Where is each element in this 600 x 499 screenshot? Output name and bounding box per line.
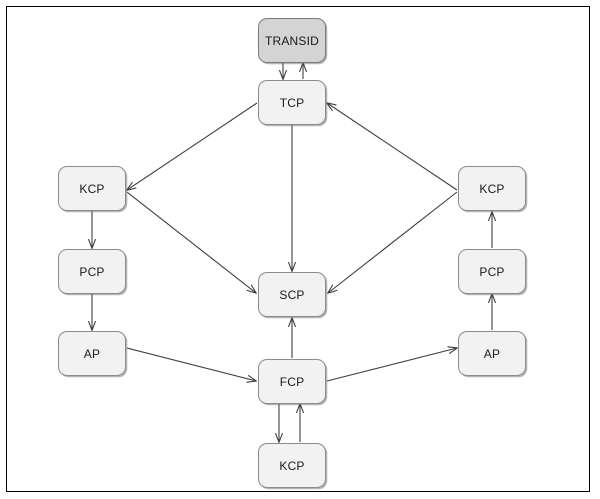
- node-kcp_left[interactable]: KCP: [58, 166, 126, 211]
- node-label: PCP: [479, 264, 505, 279]
- node-kcp_right[interactable]: KCP: [458, 166, 526, 211]
- node-label: TRANSID: [264, 33, 320, 48]
- node-label: AP: [83, 346, 101, 361]
- node-kcp_bottom[interactable]: KCP: [258, 443, 326, 488]
- node-transid[interactable]: TRANSID: [258, 18, 326, 63]
- node-tcp[interactable]: TCP: [258, 80, 326, 125]
- node-label: KCP: [279, 458, 305, 473]
- node-pcp_right[interactable]: PCP: [458, 249, 526, 294]
- node-scp[interactable]: SCP: [258, 272, 326, 317]
- node-label: TCP: [279, 95, 305, 110]
- node-label: PCP: [79, 264, 105, 279]
- node-label: KCP: [79, 181, 105, 196]
- node-fcp[interactable]: FCP: [258, 359, 326, 404]
- node-label: FCP: [279, 374, 305, 389]
- node-ap_left[interactable]: AP: [58, 331, 126, 376]
- node-label: SCP: [279, 287, 305, 302]
- node-pcp_left[interactable]: PCP: [58, 249, 126, 294]
- node-ap_right[interactable]: AP: [458, 331, 526, 376]
- node-label: KCP: [479, 181, 505, 196]
- node-label: AP: [483, 346, 501, 361]
